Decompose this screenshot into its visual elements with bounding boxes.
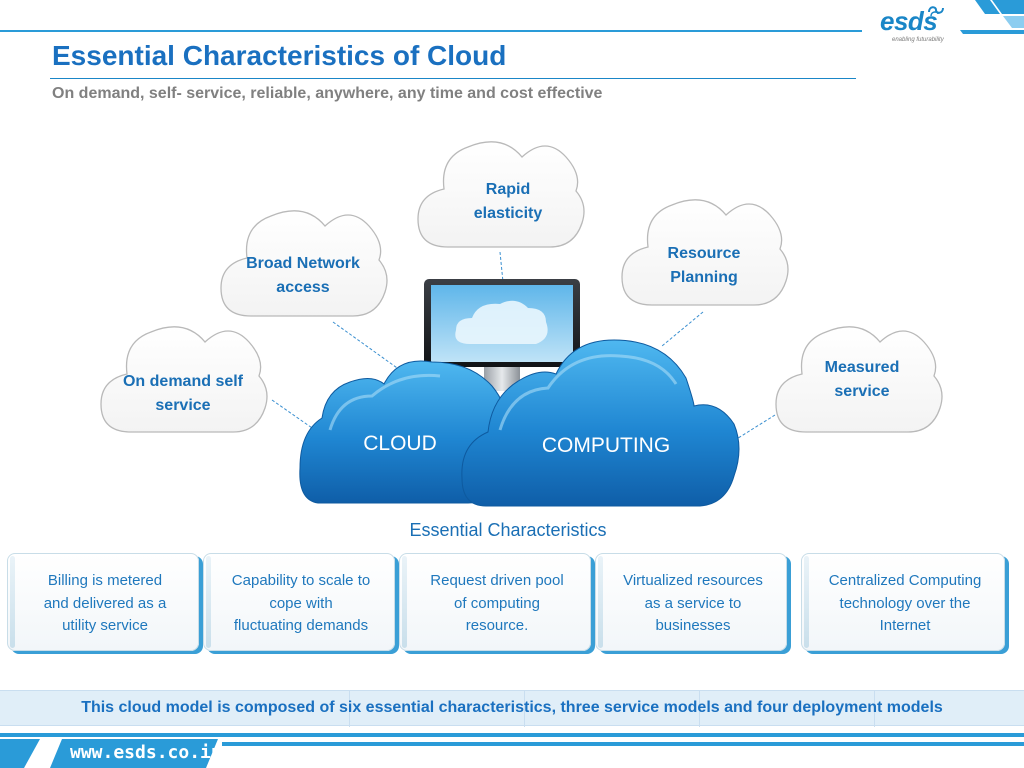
card-centralized-line3: Internet	[879, 617, 931, 634]
card-resource-pool-line3: resource.	[465, 617, 529, 634]
summary-banner: This cloud model is composed of six esse…	[0, 690, 1024, 727]
cloud-diagram	[100, 141, 943, 507]
card-billing-line3: utility service	[62, 617, 148, 634]
logo-swirl-icon	[928, 6, 944, 17]
monitor-icon	[424, 279, 580, 391]
label-cloud: CLOUD	[363, 432, 437, 455]
label-resource-planning-line1: Resource	[667, 245, 741, 262]
section-caption: Essential Characteristics	[409, 520, 607, 540]
label-on-demand-line1: On demand self	[122, 373, 244, 390]
card-resource-pool: Request driven pool of computing resourc…	[399, 553, 591, 651]
card-centralized-text: Centralized Computing technology over th…	[814, 570, 996, 638]
card-resource-pool-text: Request driven pool of computing resourc…	[412, 570, 582, 638]
connector-lines	[271, 251, 776, 441]
card-virtualized-line3: businesses	[655, 617, 731, 634]
label-broad-network-line1: Broad Network	[246, 255, 360, 272]
card-virtualized-text: Virtualized resources as a service to bu…	[608, 570, 778, 638]
label-on-demand: On demand self service	[103, 370, 263, 418]
banner-divider	[699, 691, 700, 727]
label-measured-service-line2: service	[834, 383, 890, 400]
card-centralized: Centralized Computing technology over th…	[801, 553, 1005, 651]
label-measured-service-line1: Measured	[824, 359, 900, 376]
footer-bar	[0, 733, 1024, 768]
card-billing-line1: Billing is metered	[47, 572, 163, 589]
card-scaling: Capability to scale to cope with fluctua…	[203, 553, 395, 651]
header-stripe	[0, 0, 1024, 40]
banner-divider	[349, 691, 350, 727]
label-measured-service: Measured service	[782, 356, 942, 404]
card-billing-line2: and delivered as a	[43, 594, 167, 612]
banner-divider	[524, 691, 525, 727]
company-logo: esds enabling futurability	[870, 6, 960, 46]
cloud-right-shape	[461, 339, 740, 507]
label-resource-planning-line2: Planning	[670, 269, 738, 286]
card-scaling-line3: fluctuating demands	[233, 617, 369, 634]
card-centralized-line1: Centralized Computing	[828, 572, 982, 589]
card-scaling-line2: cope with	[269, 594, 333, 612]
title-divider	[50, 78, 856, 79]
card-scaling-text: Capability to scale to cope with fluctua…	[216, 570, 386, 638]
card-virtualized-line1: Virtualized resources	[623, 572, 763, 589]
card-resource-pool-line2: of computing	[454, 594, 540, 612]
label-rapid-elasticity-line1: Rapid	[485, 181, 531, 198]
card-resource-pool-line1: Request driven pool	[430, 572, 564, 589]
card-billing-text: Billing is metered and delivered as a ut…	[20, 570, 190, 638]
footer-url[interactable]: www.esds.co.in	[70, 742, 222, 763]
label-broad-network: Broad Network access	[223, 252, 383, 300]
label-computing: COMPUTING	[541, 434, 671, 457]
card-scaling-line1: Capability to scale to	[231, 572, 371, 589]
logo-tagline: enabling futurability	[892, 37, 944, 43]
card-virtualized: Virtualized resources as a service to bu…	[595, 553, 787, 651]
card-centralized-line2: technology over the	[839, 594, 971, 612]
page-title: Essential Characteristics of Cloud	[52, 40, 507, 71]
page-subtitle: On demand, self- service, reliable, anyw…	[52, 85, 603, 102]
label-rapid-elasticity: Rapid elasticity	[428, 178, 588, 226]
label-rapid-elasticity-line2: elasticity	[473, 205, 543, 222]
banner-text: This cloud model is composed of six esse…	[81, 699, 943, 716]
card-billing: Billing is metered and delivered as a ut…	[7, 553, 199, 651]
label-broad-network-line2: access	[276, 279, 330, 296]
label-resource-planning: Resource Planning	[624, 242, 784, 290]
card-virtualized-line2: as a service to	[644, 594, 742, 612]
banner-divider	[874, 691, 875, 727]
label-on-demand-line2: service	[155, 397, 211, 414]
